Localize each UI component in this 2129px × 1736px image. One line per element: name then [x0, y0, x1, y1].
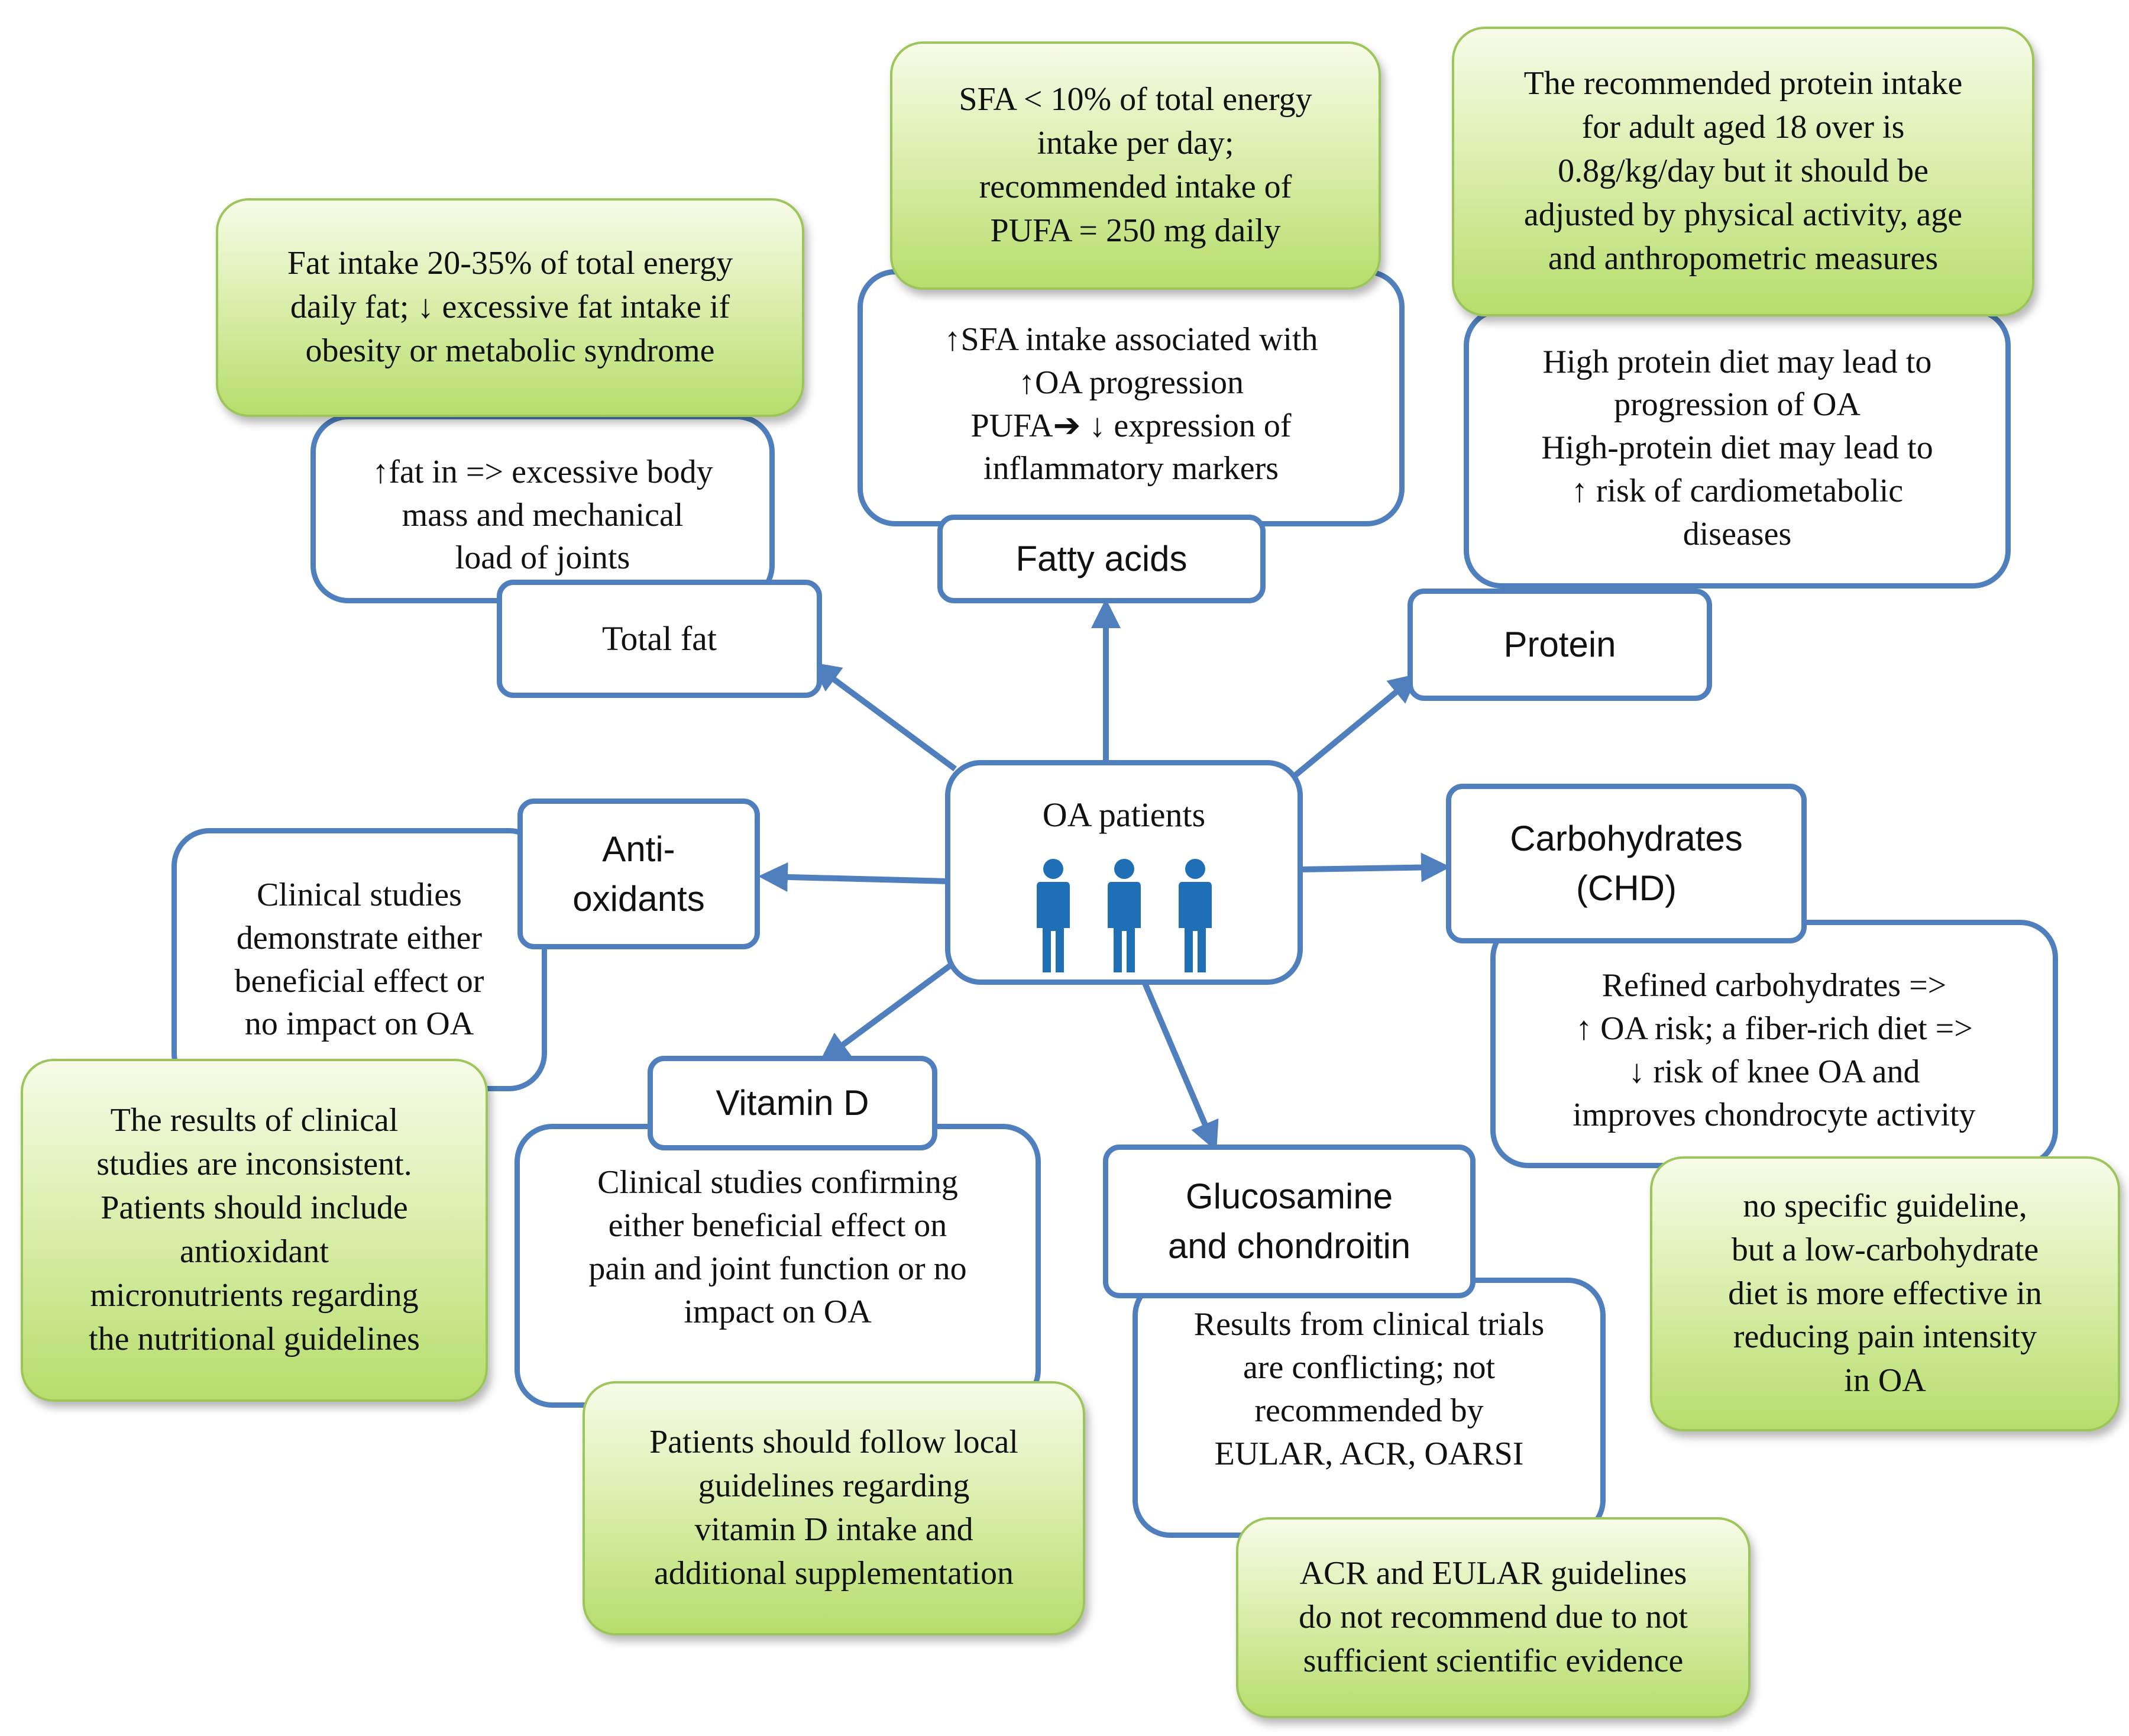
arrow-to-total-fat [810, 662, 957, 772]
glucosamine-label: Glucosamine and chondroitin [1103, 1145, 1476, 1298]
total-fat-label: Total fat [497, 580, 822, 698]
antioxidants-guideline: The results of clinical studies are inco… [21, 1059, 488, 1402]
protein-label: Protein [1408, 589, 1712, 701]
total-fat-effect: ↑fat in => excessive body mass and mecha… [310, 414, 775, 603]
fatty-acids-effect: ↑SFA intake associated with ↑OA progress… [858, 269, 1405, 526]
arrow-to-vitamin-d [819, 961, 954, 1062]
center-title: OA patients [1042, 796, 1206, 834]
oa-patients-center: OA patients [945, 760, 1303, 985]
vitamin-d-guideline: Patients should follow local guidelines … [583, 1381, 1085, 1635]
protein-effect: High protein diet may lead to progressio… [1464, 308, 2011, 589]
patients-group [1036, 857, 1213, 975]
antioxidants-label: Anti- oxidants [517, 799, 760, 949]
antioxidants-effect: Clinical studies demonstrate either bene… [172, 828, 547, 1091]
fatty-acids-guideline: SFA < 10% of total energy intake per day… [890, 41, 1381, 290]
total-fat-guideline: Fat intake 20-35% of total energy daily … [216, 198, 804, 417]
fatty-acids-label: Fatty acids [937, 515, 1266, 603]
person-icon [1107, 859, 1141, 972]
person-icon [1036, 859, 1070, 972]
glucosamine-effect: Results from clinical trials are conflic… [1133, 1278, 1606, 1538]
protein-guideline: The recommended protein intake for adult… [1452, 27, 2034, 316]
arrow-to-antioxidants [758, 862, 950, 892]
person-icon [1178, 859, 1212, 972]
vitamin-d-effect: Clinical studies confirming either benef… [515, 1124, 1041, 1408]
arrow-to-glucosamine [1141, 981, 1219, 1152]
carbohydrates-effect: Refined carbohydrates => ↑ OA risk; a fi… [1490, 920, 2058, 1168]
carbohydrates-label: Carbohydrates (CHD) [1446, 784, 1807, 943]
carbohydrates-guideline: no specific guideline, but a low-carbohy… [1650, 1156, 2120, 1431]
arrow-to-carbohydrates [1298, 852, 1451, 882]
vitamin-d-label: Vitamin D [648, 1056, 937, 1150]
glucosamine-guideline: ACR and EULAR guidelines do not recommen… [1236, 1517, 1751, 1718]
arrow-to-protein [1290, 673, 1419, 780]
